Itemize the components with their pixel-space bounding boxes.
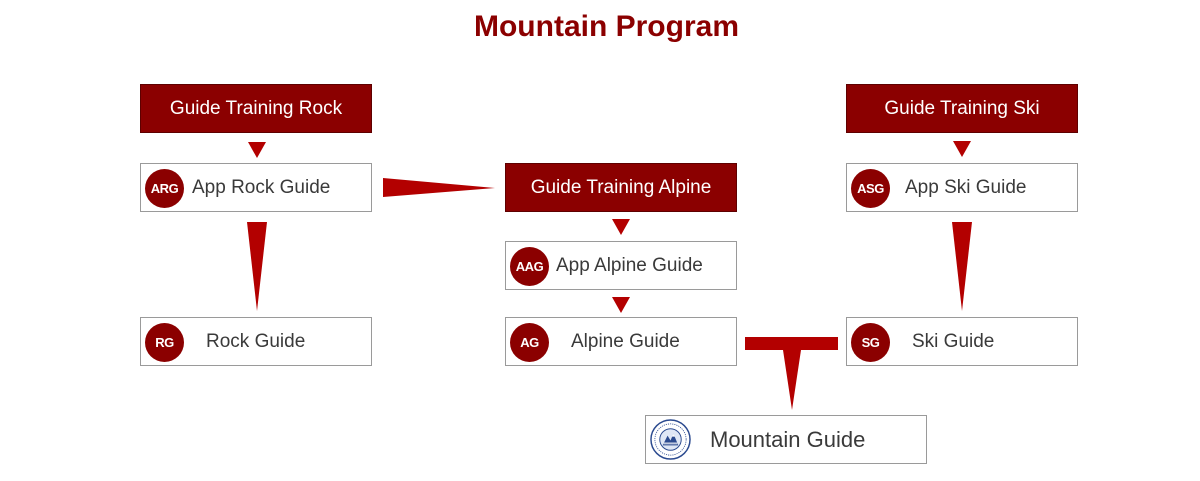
arrow-gta-aag: [612, 219, 630, 235]
node-badge: ASG: [851, 169, 890, 208]
node-guide-training-alpine: Guide Training Alpine: [505, 163, 737, 212]
node-guide-training-rock: Guide Training Rock: [140, 84, 372, 133]
node-guide-training-ski: Guide Training Ski: [846, 84, 1078, 133]
node-rock-guide: RG Rock Guide: [140, 317, 372, 366]
node-label: Ski Guide: [912, 331, 995, 352]
arrow-arg-gta: [383, 178, 495, 197]
node-label: Alpine Guide: [571, 331, 680, 352]
arrow-gtr-arg: [248, 142, 266, 158]
node-label: Guide Training Alpine: [530, 176, 712, 198]
node-badge: SG: [851, 323, 890, 362]
node-label: Rock Guide: [206, 331, 306, 352]
node-app-alpine-guide: AAG App Alpine Guide: [505, 241, 737, 290]
node-app-rock-guide: ARG App Rock Guide: [140, 163, 372, 212]
node-badge: AG: [510, 323, 549, 362]
arrow-aag-ag: [612, 297, 630, 313]
arrow-arg-rg: [247, 222, 267, 311]
node-label: App Alpine Guide: [556, 255, 703, 276]
node-app-ski-guide: ASG App Ski Guide: [846, 163, 1078, 212]
arrow-asg-sg: [952, 222, 972, 311]
node-mountain-guide: Mountain Guide: [645, 415, 927, 464]
node-label: Guide Training Ski: [884, 97, 1040, 119]
diagram-title: Mountain Program: [473, 10, 739, 43]
node-badge: ARG: [145, 169, 184, 208]
arrow-gts-asg: [953, 141, 971, 157]
node-badge: AAG: [510, 247, 549, 286]
node-label: Mountain Guide: [710, 427, 866, 452]
node-label: App Rock Guide: [192, 177, 331, 198]
node-label: App Ski Guide: [905, 177, 1027, 198]
node-ski-guide: SG Ski Guide: [846, 317, 1078, 366]
arrow-junction-mg: [783, 350, 801, 410]
node-label: Guide Training Rock: [169, 97, 343, 119]
node-alpine-guide: AG Alpine Guide: [505, 317, 737, 366]
node-badge: RG: [145, 323, 184, 362]
ivbv-seal-icon: [650, 419, 691, 460]
connector-ag-sg-bar: [745, 337, 838, 350]
